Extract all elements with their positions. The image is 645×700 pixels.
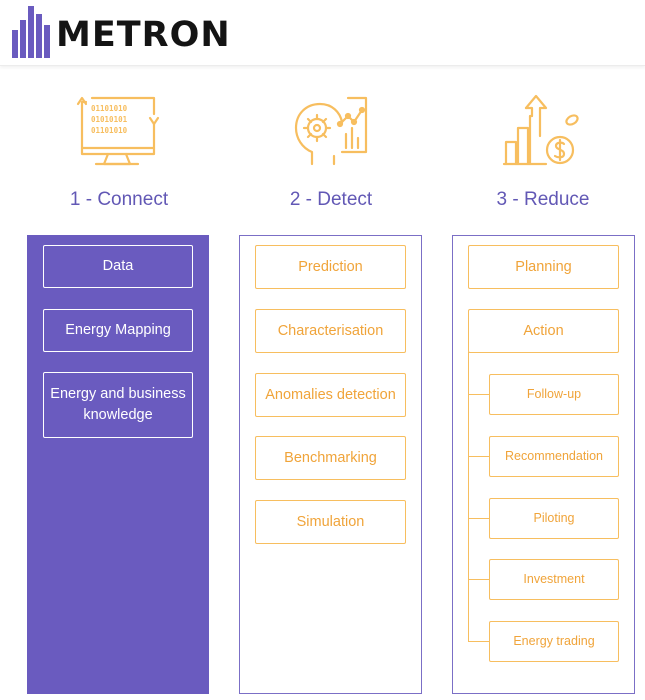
detect-item-characterisation[interactable]: Characterisation [255,309,406,353]
connect-item-data[interactable]: Data [43,245,193,288]
action-subitem-piloting[interactable]: Piloting [489,498,619,539]
reduce-item-planning[interactable]: Planning [468,245,619,289]
detect-item-simulation[interactable]: Simulation [255,500,406,544]
action-tree-branch [468,518,489,519]
action-subitem-recommendation[interactable]: Recommendation [489,436,619,477]
svg-text:01010101: 01010101 [91,115,128,124]
step-title-reduce: 3 - Reduce [496,189,590,210]
action-tree-branch [468,456,489,457]
action-subitem-energy-trading[interactable]: Energy trading [489,621,619,662]
action-subitem-follow-up[interactable]: Follow-up [489,374,619,415]
action-tree-branch [468,641,489,642]
step-title-detect: 2 - Detect [289,189,373,210]
page-header: METRON [0,0,645,66]
svg-text:01101010: 01101010 [91,126,128,135]
step-title-connect: 1 - Connect [69,189,169,210]
metron-logo[interactable]: METRON [12,4,231,58]
detect-column: Prediction Characterisation Anomalies de… [239,235,422,694]
computer-binary-data-icon: 01101010 01010101 01101010 [76,96,160,166]
connect-item-energy-business-knowledge[interactable]: Energy and business knowledge [43,372,193,438]
action-tree-branch [468,394,489,395]
svg-text:01101010: 01101010 [91,104,128,113]
detect-item-anomalies-detection[interactable]: Anomalies detection [255,373,406,417]
head-gear-chart-icon [294,96,368,166]
logo-text: METRON [56,15,231,55]
detect-item-prediction[interactable]: Prediction [255,245,406,289]
detect-item-benchmarking[interactable]: Benchmarking [255,436,406,480]
reduce-column: Planning Action Follow-up Recommendation… [452,235,635,694]
logo-bars-icon [12,6,52,58]
reduce-item-action[interactable]: Action [468,309,619,353]
connect-item-energy-mapping[interactable]: Energy Mapping [43,309,193,352]
action-subitem-investment[interactable]: Investment [489,559,619,600]
action-tree-trunk [468,352,469,642]
growth-chart-coin-icon [502,94,579,166]
connect-column: Data Energy Mapping Energy and business … [27,235,209,694]
action-tree-branch [468,579,489,580]
